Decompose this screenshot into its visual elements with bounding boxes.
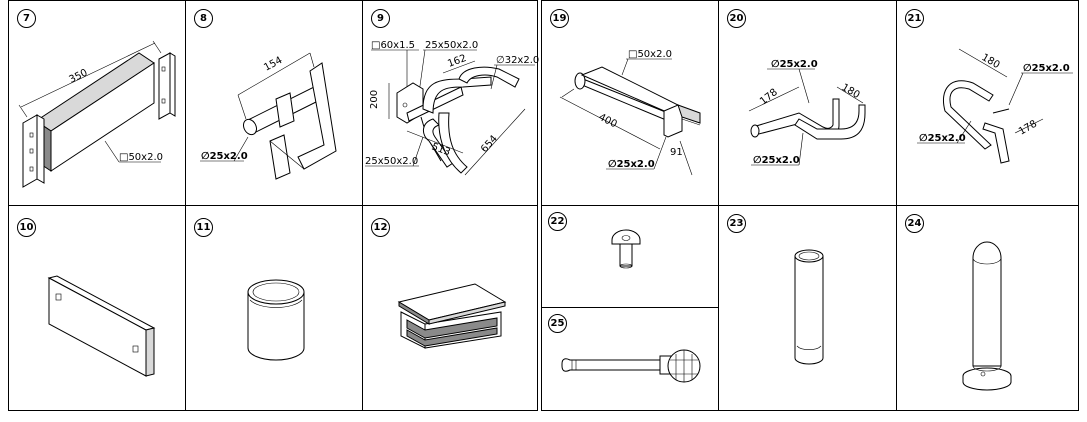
part-10-cell: 10 bbox=[9, 206, 185, 410]
bolt-drawing bbox=[611, 229, 641, 269]
tube-top-callout-label: ∅25x2.0 bbox=[1023, 63, 1070, 74]
left-dimension-label: 178 bbox=[758, 87, 780, 107]
part-21-cell: 21 180 ∅25x2.0 ∅25x2.0 178 bbox=[897, 1, 1078, 205]
length-dimension-label: 154 bbox=[262, 55, 284, 74]
part-number-badge: 25 bbox=[548, 314, 567, 333]
part-12-cell: 12 bbox=[363, 206, 537, 410]
flat-plate-drawing bbox=[47, 275, 156, 377]
part-number-badge: 23 bbox=[727, 214, 746, 233]
tube-top-callout-label: 25x50x2.0 bbox=[425, 40, 478, 51]
part-24-cell: 24 bbox=[897, 206, 1078, 410]
length-dimension-label: 400 bbox=[597, 112, 619, 130]
part-number-badge: 11 bbox=[194, 218, 213, 237]
end-cap-drawing bbox=[397, 283, 507, 349]
handle-bracket-drawing: 154 ∅25x2.0 bbox=[200, 52, 337, 180]
part-7-cell: 7 350 □50x2.0 bbox=[9, 1, 185, 205]
part-20-cell: 20 ∅25x2.0 178 180 ∅25x2.0 bbox=[719, 1, 896, 205]
height-dimension-label: 200 bbox=[369, 90, 380, 109]
part-9-cell: 9 □60x1.5 25x50x2.0 200 162 bbox=[363, 1, 539, 205]
length-dimension-label: 350 bbox=[67, 67, 89, 85]
section-callout-label: □50x2.0 bbox=[628, 49, 672, 60]
pin-tube-drawing bbox=[794, 249, 824, 365]
plate-callout-label: □60x1.5 bbox=[371, 40, 415, 51]
part-19-cell: 19 □50x2.0 400 ∅25x2.0 91 bbox=[542, 1, 718, 205]
angled-bar-drawing: 180 ∅25x2.0 ∅25x2.0 178 bbox=[917, 48, 1073, 164]
length-b-dimension-label: 654 bbox=[479, 133, 500, 155]
part-number-badge: 20 bbox=[727, 9, 746, 28]
right-dimension-label: 180 bbox=[840, 82, 862, 101]
post-pin-drawing bbox=[962, 241, 1012, 391]
bushing-drawing bbox=[247, 279, 305, 361]
right-dimension-label: 178 bbox=[1017, 119, 1039, 138]
tube-callout-label: ∅25x2.0 bbox=[201, 151, 248, 162]
part-25-cell: 25 bbox=[542, 308, 718, 410]
part-number-badge: 9 bbox=[371, 9, 390, 28]
tube-bottom-callout-label: 25x50x2.0 bbox=[365, 156, 418, 167]
part-number-badge: 21 bbox=[905, 9, 924, 28]
part-number-badge: 8 bbox=[194, 9, 213, 28]
straight-bar-drawing: □50x2.0 400 ∅25x2.0 91 bbox=[559, 49, 701, 176]
tube-callout-label: ∅25x2.0 bbox=[608, 159, 655, 170]
tube-left-callout-label: ∅25x2.0 bbox=[919, 133, 966, 144]
tube-top-callout-label: ∅25x2.0 bbox=[771, 59, 818, 70]
side-dimension-label: 162 bbox=[446, 53, 468, 70]
dip-bar-drawing: □60x1.5 25x50x2.0 200 162 ∅32x2.0 bbox=[365, 40, 539, 176]
part-number-badge: 10 bbox=[17, 218, 36, 237]
part-number-badge: 7 bbox=[17, 9, 36, 28]
part-23-cell: 23 bbox=[719, 206, 896, 410]
part-number-badge: 19 bbox=[550, 9, 569, 28]
section-callout-label: □50x2.0 bbox=[119, 152, 163, 163]
tube-bottom-callout-label: ∅25x2.0 bbox=[753, 155, 800, 166]
part-11-cell: 11 bbox=[186, 206, 362, 410]
part-number-badge: 12 bbox=[371, 218, 390, 237]
bracket-drawing: 350 □50x2.0 bbox=[18, 40, 176, 188]
offset-dimension-label: 91 bbox=[670, 147, 683, 158]
pull-pin-drawing bbox=[561, 349, 701, 383]
part-8-cell: 8 154 ∅25x2.0 bbox=[186, 1, 362, 205]
top-dimension-label: 180 bbox=[980, 52, 1002, 71]
part-22-cell: 22 bbox=[542, 206, 718, 307]
part-number-badge: 24 bbox=[905, 214, 924, 233]
part-number-badge: 22 bbox=[548, 212, 567, 231]
u-bar-drawing: ∅25x2.0 178 180 ∅25x2.0 bbox=[748, 59, 866, 166]
bar-callout-label: ∅32x2.0 bbox=[496, 55, 539, 66]
